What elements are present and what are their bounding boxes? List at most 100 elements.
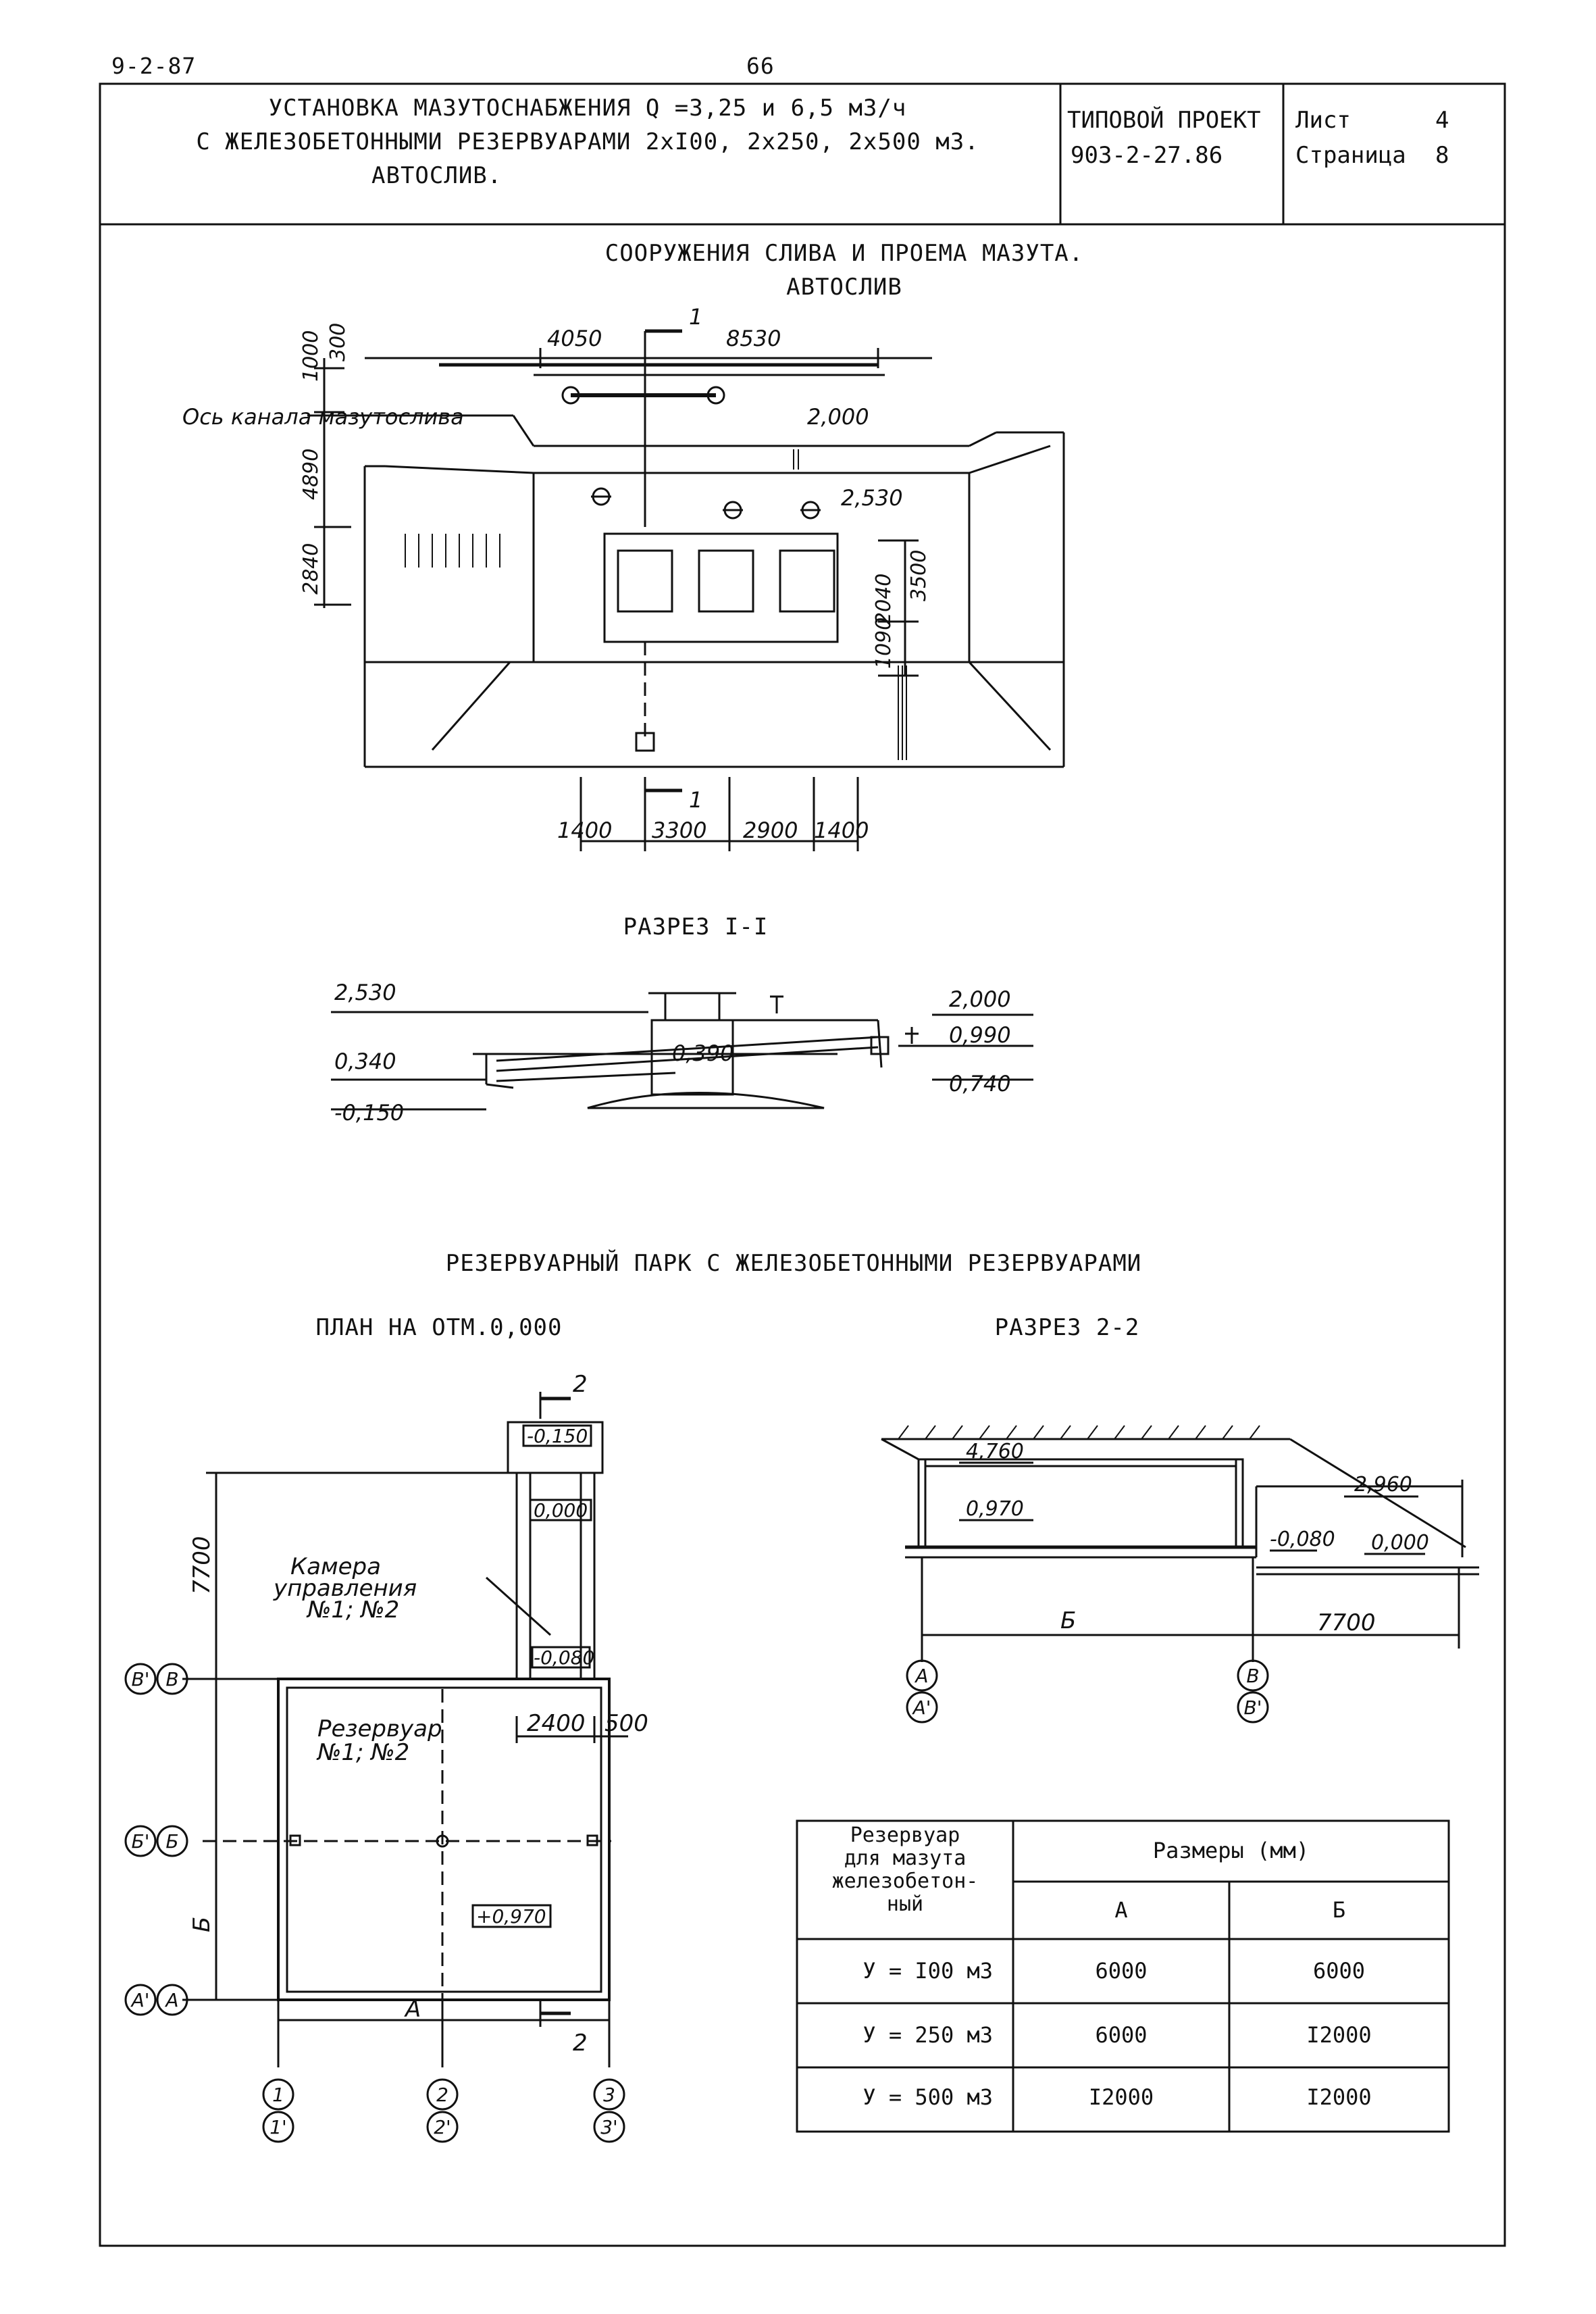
mark-minus-0150: -0,150 — [334, 1100, 404, 1126]
dim-1000: 1000 — [299, 330, 323, 382]
dim-b-cut: Б — [1060, 1607, 1076, 1634]
table-row-1-label: У = I00 м3 — [797, 1958, 1013, 1984]
dim-500: 500 — [604, 1710, 648, 1737]
section2-title: РАЗРЕЗ I-I — [623, 913, 769, 940]
plan-title: ПЛАН НА ОТМ.0,000 — [315, 1314, 563, 1341]
mark-2530-cut: 2,530 — [334, 980, 396, 1005]
project-label: ТИПОВОЙ ПРОЕКТ — [1067, 107, 1261, 134]
axis-2-prime: 2' — [434, 2116, 451, 2138]
reservoir-label-1: Резервуар — [317, 1715, 442, 1742]
table-row-3-label: У = 500 м3 — [797, 2084, 1013, 2110]
sheet-label: Лист — [1295, 107, 1351, 134]
cut-axis-v: В — [1246, 1665, 1259, 1687]
mark-0740: 0,740 — [949, 1071, 1011, 1097]
dim-2840: 2840 — [299, 543, 323, 595]
table-head-col1: Резервуар для мазута железобетон- ный — [797, 1824, 1013, 1916]
axis-3: 3 — [603, 2084, 615, 2106]
dim-4890: 4890 — [299, 449, 323, 500]
table-row-2-label: У = 250 м3 — [797, 2022, 1013, 2048]
mark-plus-0970: +0,970 — [476, 1905, 546, 1928]
axis-b-prime: Б' — [132, 1830, 150, 1853]
section-mark-2-top: 2 — [573, 1371, 588, 1398]
dim-2900: 2900 — [743, 818, 798, 843]
dim-2040: 2040 — [872, 574, 896, 625]
axis-channel-label: Ось канала мазутослива — [182, 404, 464, 430]
mark-2530: 2,530 — [841, 485, 903, 511]
title-line-3: АВТОСЛИВ. — [371, 162, 503, 189]
axis-1-prime: 1' — [269, 2116, 287, 2138]
table-row-3-a: I2000 — [1088, 2084, 1154, 2110]
cut-axis-a-prime: А' — [912, 1696, 931, 1719]
table-head-line-4: ный — [886, 1892, 924, 1916]
table-row-1-a: 6000 — [1095, 1958, 1148, 1984]
cut-2-2-title: РАЗРЕЗ 2-2 — [994, 1314, 1140, 1341]
axis-a-prime: А' — [130, 1989, 150, 2011]
page-number: 66 — [746, 53, 775, 79]
mark-minus-0080-plan: -0,080 — [534, 1646, 594, 1669]
table-head-sizes: Размеры (мм) — [1152, 1838, 1310, 1863]
dim-b-plan: Б — [188, 1917, 215, 1932]
axis-a: А — [164, 1989, 178, 2011]
chamber-label-1: Камера — [290, 1553, 381, 1580]
page-label: Страница — [1295, 142, 1406, 169]
mark-0970-cut: 0,970 — [966, 1497, 1024, 1521]
table-head-line-3: железобетон- — [831, 1869, 979, 1893]
mark-2000-cut: 2,000 — [949, 986, 1011, 1012]
table-row-1-b: 6000 — [1312, 1958, 1366, 1984]
mark-minus-0080-cut: -0,080 — [1270, 1528, 1335, 1551]
mark-0000-plan: 0,000 — [534, 1499, 588, 1521]
axis-2: 2 — [436, 2084, 448, 2106]
axis-3-prime: 3' — [600, 2116, 618, 2138]
reservoir-label-2: №1; №2 — [316, 1739, 409, 1766]
cut-axis-a: А — [914, 1665, 928, 1687]
axis-1: 1 — [272, 2084, 284, 2106]
mark-4760: 4,760 — [966, 1440, 1024, 1463]
section-mark-2-bottom: 2 — [573, 2030, 588, 2057]
section-mark-1-bottom: 1 — [689, 787, 702, 813]
mark-2960: 2,960 — [1354, 1473, 1412, 1496]
mark-0000-cut: 0,000 — [1371, 1531, 1429, 1555]
mark-minus-0150-plan: -0,150 — [527, 1425, 588, 1447]
table-head-line-2: для мазута — [844, 1846, 967, 1870]
dim-3300: 3300 — [652, 818, 706, 843]
table-row-2-b: I2000 — [1306, 2022, 1372, 2048]
table-row-3-b: I2000 — [1306, 2084, 1372, 2110]
dim-7700-plan: 7700 — [188, 1536, 215, 1594]
axis-v: В — [165, 1668, 178, 1690]
mark-0390: 0,390 — [672, 1040, 734, 1066]
section3-title: РЕЗЕРВУАРНЫЙ ПАРК С ЖЕЛЕЗОБЕТОННЫМИ РЕЗЕ… — [445, 1250, 1142, 1277]
dim-2400: 2400 — [527, 1710, 586, 1737]
section-mark-1-top: 1 — [689, 304, 702, 330]
mark-0990: 0,990 — [949, 1022, 1011, 1048]
axis-v-prime: В' — [132, 1668, 150, 1690]
table-head-a: А — [1114, 1897, 1128, 1923]
title-block-main: УСТАНОВКА МАЗУТОСНАБЖЕНИЯ Q =3,25 и 6,5 … — [122, 95, 1054, 189]
section1-title-1: СООРУЖЕНИЯ СЛИВА И ПРОЕМА МАЗУТА. — [604, 240, 1084, 267]
table-head-line-1: Резервуар — [850, 1823, 960, 1847]
dim-3500: 3500 — [907, 550, 931, 601]
table-head-b: Б — [1332, 1897, 1346, 1923]
dim-4050: 4050 — [547, 326, 602, 351]
sheet-value: 4 — [1435, 107, 1449, 134]
row-2-label-text: У = 250 м3 — [863, 2022, 993, 2048]
page-value: 8 — [1435, 142, 1449, 169]
dim-1400-left: 1400 — [557, 818, 612, 843]
mark-0340: 0,340 — [334, 1049, 396, 1074]
dim-7700-cut: 7700 — [1317, 1609, 1376, 1636]
doc-code: 9-2-87 — [111, 53, 197, 79]
chamber-label-3: №1; №2 — [306, 1596, 399, 1624]
axis-b: Б — [165, 1830, 178, 1853]
row-1-label-text: У = I00 м3 — [863, 1958, 993, 1984]
dim-1400-right: 1400 — [814, 818, 869, 843]
mark-2000: 2,000 — [807, 404, 869, 430]
row-3-label-text: У = 500 м3 — [863, 2084, 993, 2110]
dim-300: 300 — [326, 323, 350, 361]
title-line-1: УСТАНОВКА МАЗУТОСНАБЖЕНИЯ Q =3,25 и 6,5 … — [268, 95, 907, 122]
dim-8530: 8530 — [726, 326, 781, 351]
